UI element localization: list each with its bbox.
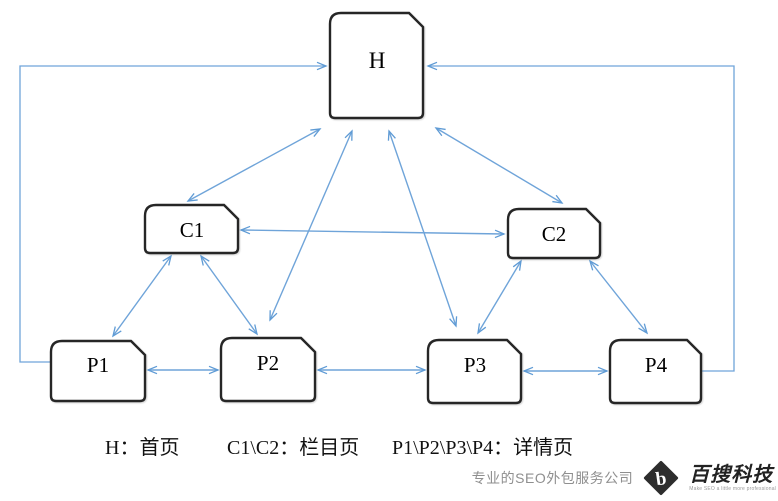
edge-c1-p2 [200,254,258,336]
node-p1 [49,339,147,403]
brand-tagline: Make SEO a little more professional [689,485,776,492]
node-p4-label: P4 [645,353,668,377]
node-c1-label: C1 [180,218,205,242]
edge-c1-c2 [239,225,506,239]
node-c2-label: C2 [542,222,567,246]
node-p4 [608,338,703,405]
node-p1-label: P1 [87,353,109,377]
legend-item-home: H：首页 [105,437,180,459]
legend: H：首页 C1\C2：栏目页 P1\P2\P3\P4：详情页 [0,431,778,459]
footer-slogan: 专业的SEO外包服务公司 [471,470,634,486]
baisou-logo-icon: b [644,460,679,496]
brand-name: 百搜科技 [689,463,774,486]
edge-h-c1 [186,128,322,202]
logo-glyph: b [655,468,668,490]
legend-item-category: C1\C2：栏目页 [227,437,360,459]
node-c2 [506,207,602,260]
node-p2 [219,336,317,403]
node-p3-label: P3 [464,353,486,377]
footer: 专业的SEO外包服务公司 b 百搜科技 Make SEO a little mo… [0,457,776,499]
edge-c2-p3 [477,259,522,335]
site-structure-diagram: H C1 C2 P1 P2 P3 P4 [19,11,735,405]
node-h [328,11,425,120]
edge-h-c2 [434,127,564,204]
loop-arrow-p1-to-h [19,61,328,363]
edge-h-p3 [387,129,458,328]
node-p3 [426,338,523,405]
edge-h-p2 [269,129,353,322]
node-p2-label: P2 [257,351,279,375]
edge-c1-p1 [111,254,173,338]
node-h-label: H [369,48,386,73]
brand-block: 百搜科技 Make SEO a little more professional [689,465,776,492]
edge-c2-p4 [588,259,649,335]
node-c1 [143,203,240,255]
legend-item-detail: P1\P2\P3\P4：详情页 [392,437,574,459]
loop-arrow-p4-to-h [426,61,735,372]
